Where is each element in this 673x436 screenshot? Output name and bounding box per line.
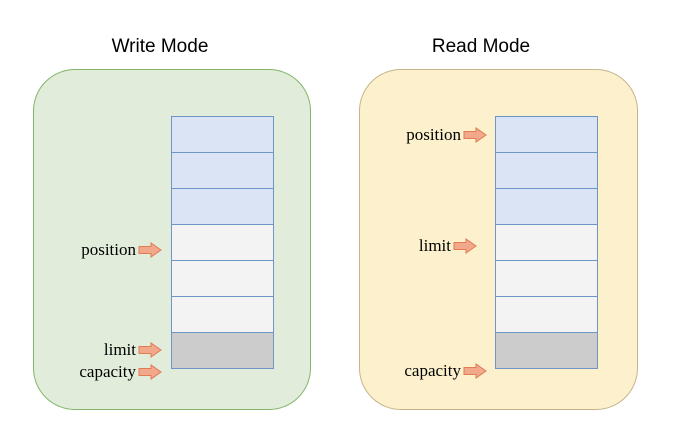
pointer-label: capacity bbox=[79, 362, 136, 381]
right-arrow-icon bbox=[453, 238, 477, 254]
read-position-pointer: position bbox=[406, 125, 487, 145]
buffer-cell bbox=[171, 116, 274, 153]
pointer-label: position bbox=[406, 125, 461, 144]
buffer-cell-reserved bbox=[495, 332, 598, 369]
right-arrow-icon bbox=[463, 127, 487, 143]
pointer-label: position bbox=[81, 240, 136, 259]
write-limit-pointer: limit bbox=[104, 340, 162, 360]
read-capacity-pointer: capacity bbox=[404, 361, 487, 381]
read-mode-title: Read Mode bbox=[431, 36, 531, 57]
buffer-cell bbox=[171, 260, 274, 297]
pointer-label: capacity bbox=[404, 361, 461, 380]
right-arrow-icon bbox=[138, 364, 162, 380]
buffer-cell bbox=[495, 116, 598, 153]
read-mode-buffer bbox=[495, 116, 598, 369]
right-arrow-icon bbox=[138, 242, 162, 258]
buffer-cell bbox=[495, 260, 598, 297]
buffer-cell bbox=[495, 152, 598, 189]
buffer-cell bbox=[495, 224, 598, 261]
write-mode-buffer bbox=[171, 116, 274, 369]
pointer-label: limit bbox=[103, 340, 136, 359]
buffer-cell bbox=[495, 296, 598, 333]
write-position-pointer: position bbox=[81, 240, 162, 260]
right-arrow-icon bbox=[138, 342, 162, 358]
write-mode-title: Write Mode bbox=[111, 36, 209, 57]
buffer-cell bbox=[495, 188, 598, 225]
write-capacity-pointer: capacity bbox=[79, 362, 162, 382]
buffer-cell-reserved bbox=[171, 332, 274, 369]
right-arrow-icon bbox=[463, 363, 487, 379]
buffer-cell bbox=[171, 188, 274, 225]
buffer-cell bbox=[171, 152, 274, 189]
buffer-cell bbox=[171, 296, 274, 333]
pointer-label: limit bbox=[418, 236, 451, 255]
buffer-cell bbox=[171, 224, 274, 261]
read-limit-pointer: limit bbox=[419, 236, 477, 256]
